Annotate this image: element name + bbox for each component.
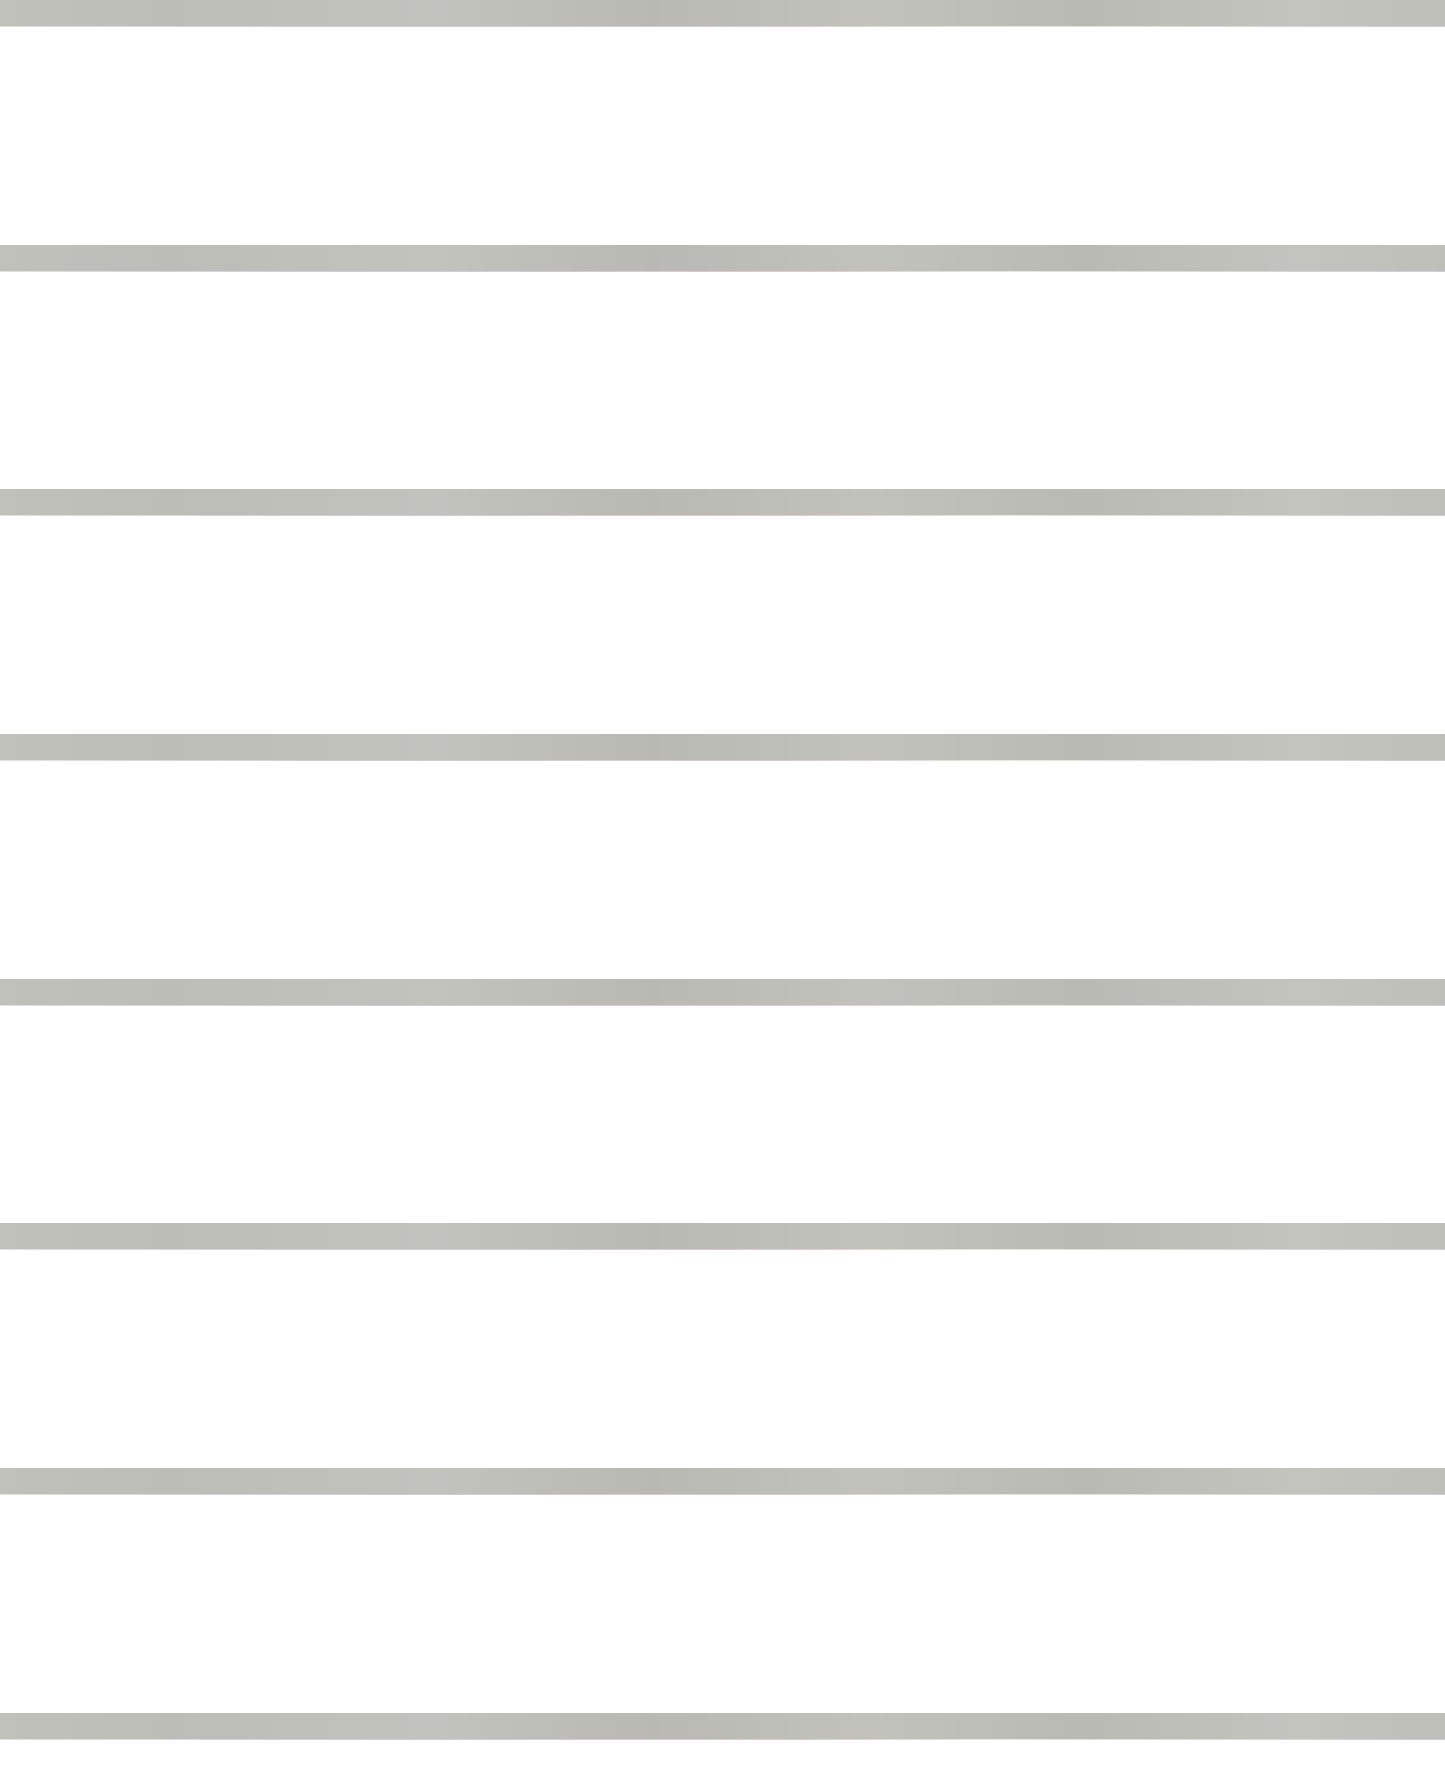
stripe-band — [0, 979, 1445, 1006]
stripe-band — [0, 1223, 1445, 1250]
stripe-band — [0, 1468, 1445, 1495]
stripe-band — [0, 0, 1445, 27]
stripe-band — [0, 1713, 1445, 1740]
stripe-band — [0, 245, 1445, 272]
stripe-band — [0, 489, 1445, 516]
stripe-band — [0, 734, 1445, 761]
